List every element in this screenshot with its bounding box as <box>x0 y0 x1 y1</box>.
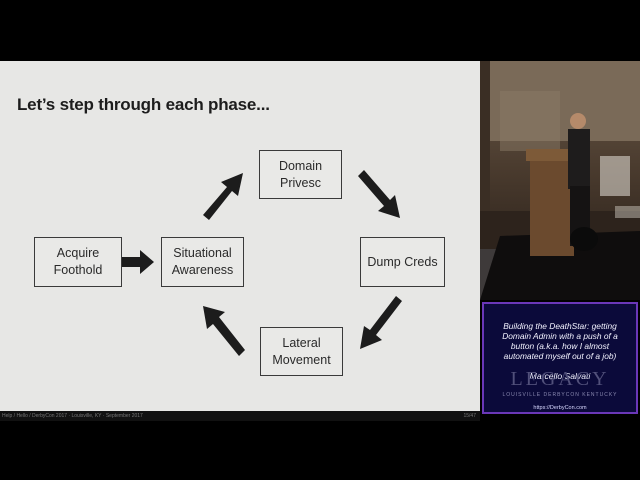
speaker-camera-feed <box>480 61 640 300</box>
situational-awareness-box: Situational Awareness <box>161 237 244 287</box>
derbycon-url: https://DerbyCon.com <box>533 405 587 411</box>
speaker-name: Marcello Salvati <box>529 371 591 381</box>
lateral-movement-box: Lateral Movement <box>260 327 343 376</box>
domain-privesc-line2: Privesc <box>280 175 321 190</box>
domain-privesc-box: Domain Privesc <box>259 150 342 199</box>
speaker-scene-image <box>480 61 640 300</box>
arrow-up-right-icon <box>203 173 243 220</box>
slide-page-number: 15/47 <box>463 413 476 419</box>
arrow-down-right-icon <box>358 170 400 218</box>
derbycon-legacy-logo: LEGACY <box>510 368 610 390</box>
arrow-up-left-icon <box>203 306 245 356</box>
dump-creds-box: Dump Creds <box>360 237 445 287</box>
acquire-foothold-line1: Acquire <box>56 246 100 260</box>
lateral-movement-line1: Lateral <box>282 335 321 350</box>
talk-info-panel: Building the DeathStar: getting Domain A… <box>482 302 638 414</box>
acquire-foothold-line2: Foothold <box>53 263 103 277</box>
event-location: LOUISVILLE DERBYCON KENTUCKY <box>502 392 618 398</box>
situational-awareness-line2: Awareness <box>171 263 234 277</box>
arrow-down-left-icon <box>360 296 402 349</box>
slide-footer: Help / Hello / DerbyCon 2017 · Louisvill… <box>0 411 480 421</box>
slide-footer-text: Help / Hello / DerbyCon 2017 · Louisvill… <box>2 413 143 419</box>
lateral-movement-line2: Movement <box>272 352 331 367</box>
dump-creds-label: Dump Creds <box>367 254 438 269</box>
arrow-right-icon <box>122 250 154 274</box>
situational-awareness-line1: Situational <box>173 246 232 260</box>
acquire-foothold-box: Acquire Foothold <box>34 237 122 287</box>
presentation-slide: Let’s step through each phase... Acquire… <box>0 61 480 411</box>
slide-title: Let’s step through each phase... <box>17 95 270 114</box>
domain-privesc-line1: Domain <box>278 158 323 173</box>
talk-title: Building the DeathStar: getting Domain A… <box>502 321 618 361</box>
